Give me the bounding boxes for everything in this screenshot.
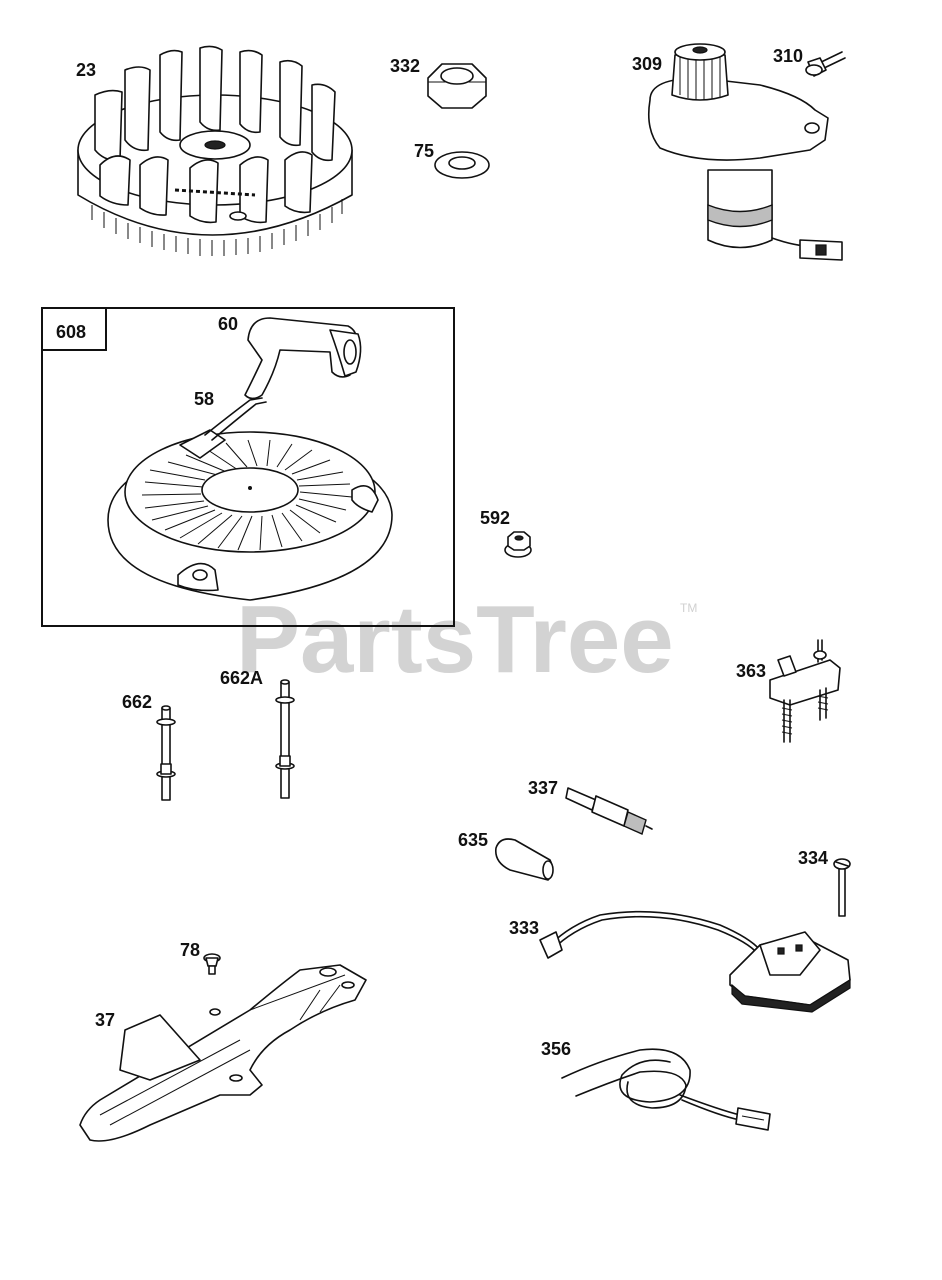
screw-78-drawing[interactable]: [203, 953, 221, 975]
part-label-309[interactable]: 309: [632, 54, 662, 74]
screw-334-drawing[interactable]: [833, 858, 851, 917]
watermark-trademark: TM: [680, 601, 697, 615]
wire-harness-drawing[interactable]: [561, 1048, 771, 1131]
starter-motor-drawing[interactable]: [647, 43, 843, 261]
part-label-635[interactable]: 635: [458, 830, 488, 850]
part-label-334[interactable]: 334: [798, 848, 828, 868]
flywheel-drawing[interactable]: [77, 45, 353, 256]
spark-plug-drawing[interactable]: [565, 787, 653, 835]
part-label-662[interactable]: 662: [122, 692, 152, 712]
part-label-337[interactable]: 337: [528, 778, 558, 798]
assembly-608-tab: [41, 307, 107, 351]
ignition-armature-drawing[interactable]: [539, 910, 851, 1013]
part-label-592[interactable]: 592: [480, 508, 510, 528]
part-label-60[interactable]: 60: [218, 314, 238, 334]
part-label-356[interactable]: 356: [541, 1039, 571, 1059]
nut-drawing[interactable]: [427, 63, 487, 109]
part-label-78[interactable]: 78: [180, 940, 200, 960]
part-label-333[interactable]: 333: [509, 918, 539, 938]
part-label-75[interactable]: 75: [414, 141, 434, 161]
baffle-plate-drawing[interactable]: [79, 964, 367, 1142]
part-label-37[interactable]: 37: [95, 1010, 115, 1030]
part-label-662a[interactable]: 662A: [220, 668, 263, 688]
bracket-363-drawing[interactable]: [769, 639, 841, 743]
part-label-23[interactable]: 23: [76, 60, 96, 80]
bolt-310-drawing[interactable]: [805, 51, 846, 77]
part-label-332[interactable]: 332: [390, 56, 420, 76]
assembly-608-frame: [41, 307, 455, 627]
part-label-58[interactable]: 58: [194, 389, 214, 409]
part-label-608[interactable]: 608: [56, 322, 86, 342]
part-label-363[interactable]: 363: [736, 661, 766, 681]
stud-662-drawing[interactable]: [156, 705, 176, 801]
part-label-310[interactable]: 310: [773, 46, 803, 66]
washer-drawing[interactable]: [434, 151, 490, 179]
rewind-starter-drawing[interactable]: [107, 317, 393, 601]
stud-662a-drawing[interactable]: [275, 679, 295, 799]
plug-boot-drawing[interactable]: [494, 838, 554, 881]
flange-nut-drawing[interactable]: [504, 531, 532, 558]
